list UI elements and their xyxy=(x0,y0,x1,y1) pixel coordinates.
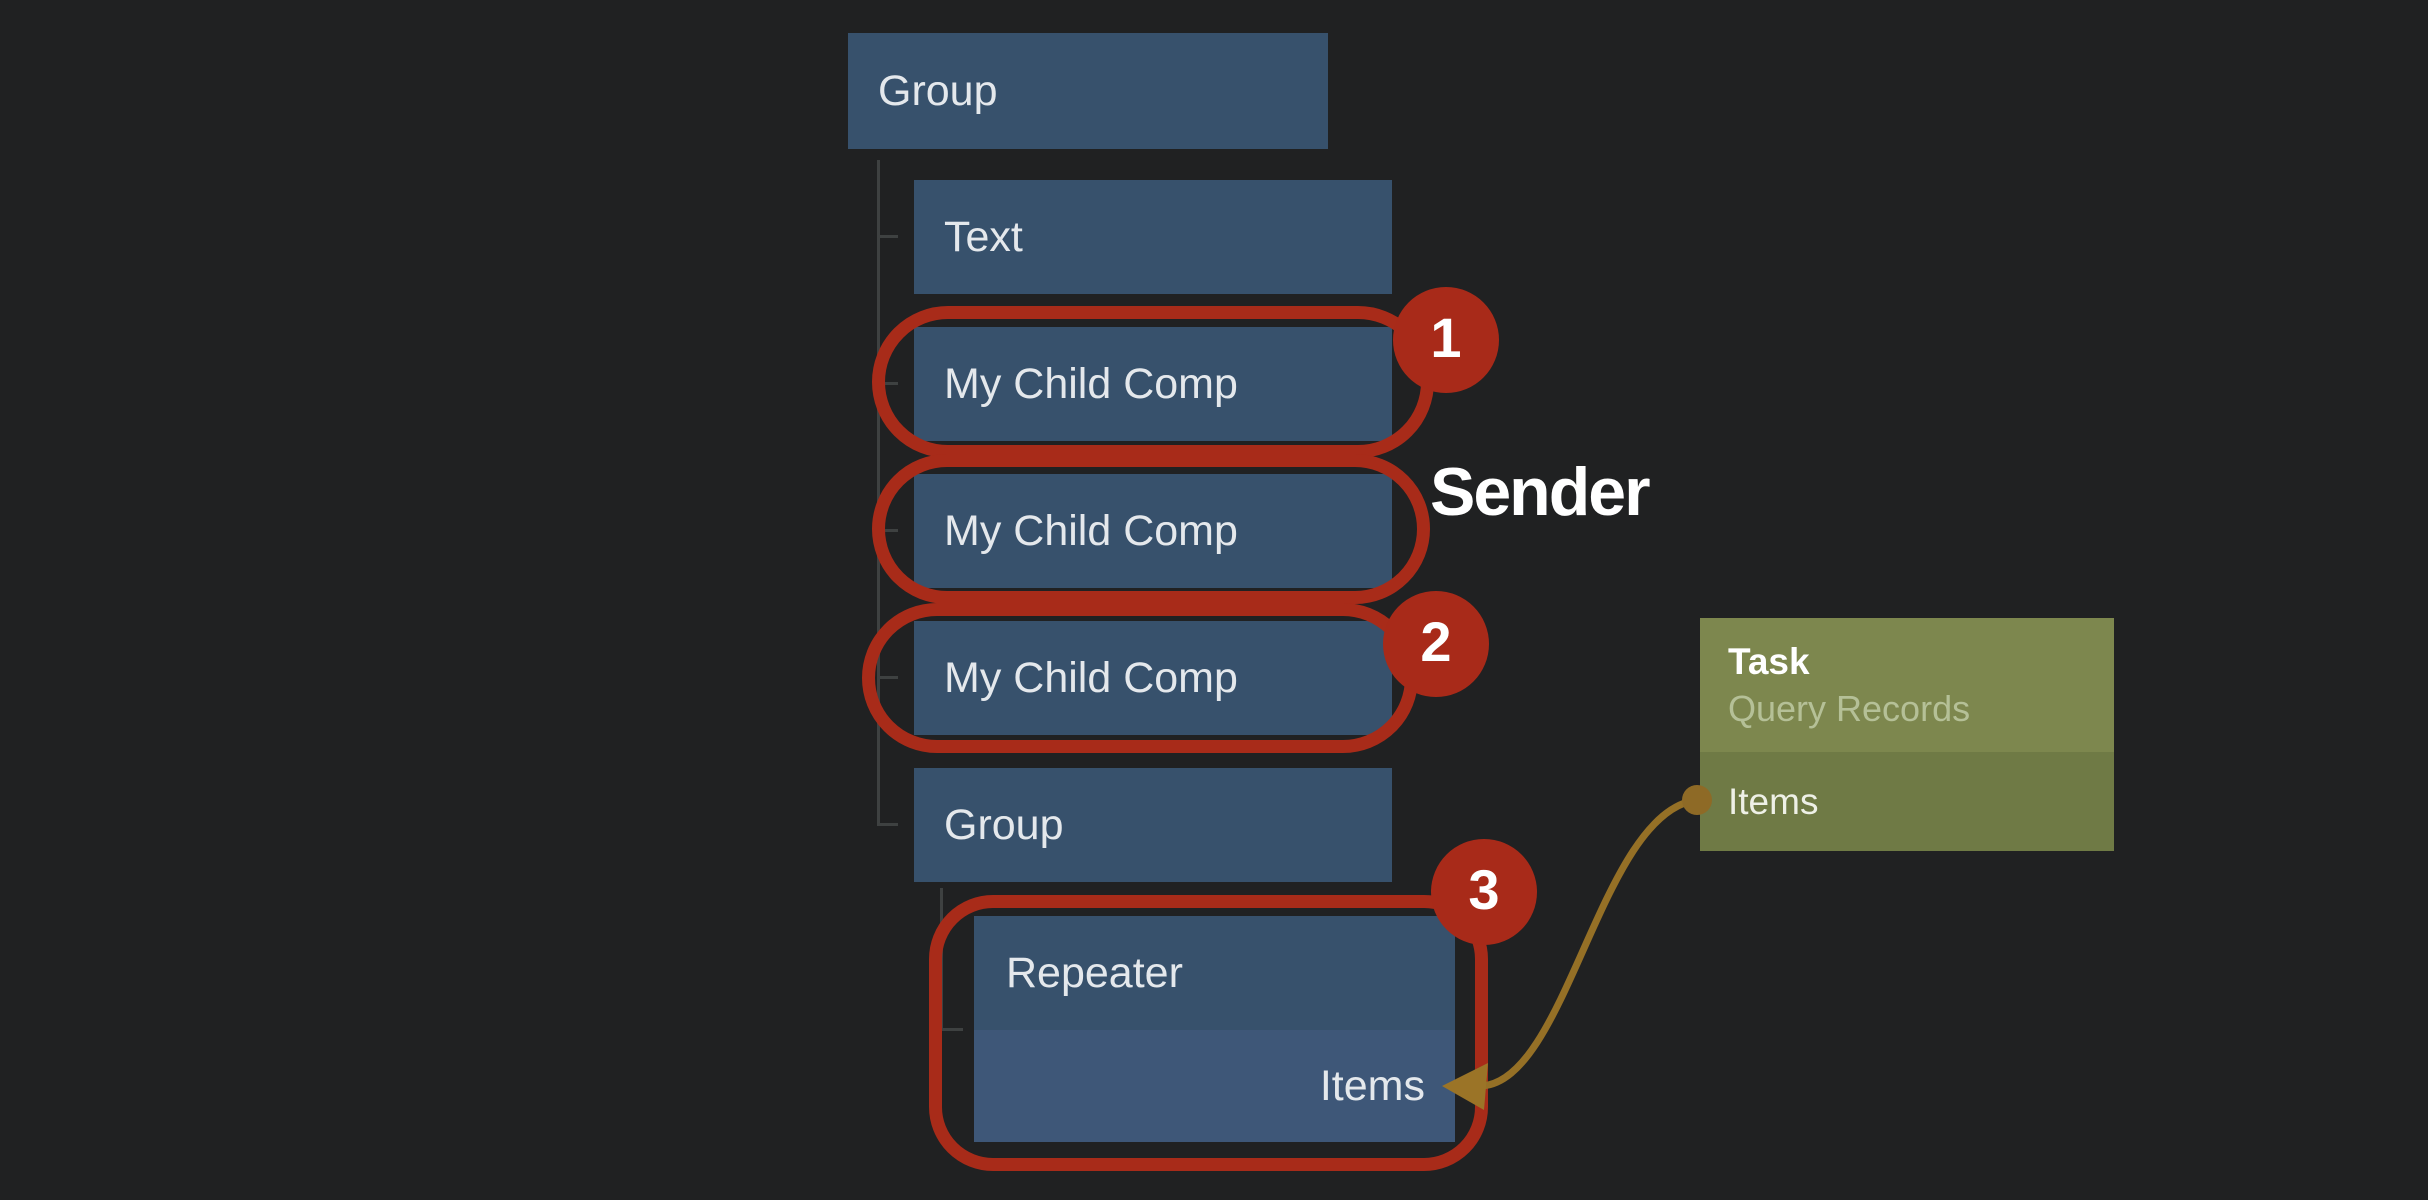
node-label: Text xyxy=(944,212,1023,261)
tree-node-text[interactable]: Text xyxy=(914,180,1392,294)
highlight-ring-2 xyxy=(872,454,1430,604)
task-items-port[interactable]: Items xyxy=(1700,752,2114,851)
binding-arrow-curve xyxy=(1478,796,1701,1090)
sender-annotation: Sender xyxy=(1430,454,1651,530)
repeater-items-port[interactable]: Items xyxy=(974,1030,1455,1142)
node-label: My Child Comp xyxy=(944,506,1238,555)
task-card-header: Task Query Records xyxy=(1700,618,2114,752)
highlight-ring-3 xyxy=(862,603,1418,753)
task-items-label: Items xyxy=(1728,780,1819,822)
tree-connector-tick-text xyxy=(877,235,898,238)
badge-1: 1 xyxy=(1393,287,1499,393)
node-label: Group xyxy=(944,800,1064,849)
badge-3: 3 xyxy=(1431,839,1537,945)
task-card[interactable]: Task Query Records Items xyxy=(1700,618,2114,851)
tree-node-my-child-comp-2[interactable]: My Child Comp xyxy=(914,474,1392,588)
repeater-items-label: Items xyxy=(1319,1061,1425,1110)
tree-node-my-child-comp-1[interactable]: My Child Comp xyxy=(914,327,1392,441)
tree-connector-tick-group2 xyxy=(877,823,898,826)
badge-1-number: 1 xyxy=(1430,305,1462,369)
tree-connector-tick-repeater xyxy=(940,1028,963,1031)
badge-3-number: 3 xyxy=(1468,857,1500,921)
node-label: Group xyxy=(878,66,998,115)
highlight-ring-1 xyxy=(872,306,1434,458)
port-dot-icon xyxy=(1682,785,1712,815)
tree-connector-vertical-level1 xyxy=(877,160,880,826)
node-label: My Child Comp xyxy=(944,359,1238,408)
node-label: My Child Comp xyxy=(944,653,1238,702)
repeater-title-row: Repeater xyxy=(974,916,1455,1030)
task-title: Task xyxy=(1728,641,1810,683)
task-subtitle: Query Records xyxy=(1728,687,1971,729)
node-label: Repeater xyxy=(1006,948,1183,997)
tree-node-group-2[interactable]: Group xyxy=(914,768,1392,882)
tree-node-group-1[interactable]: Group xyxy=(848,33,1328,149)
highlight-ring-repeater xyxy=(929,895,1488,1171)
tree-node-my-child-comp-3[interactable]: My Child Comp xyxy=(914,621,1392,735)
badge-2: 2 xyxy=(1383,591,1489,697)
tree-node-repeater[interactable]: Repeater Items xyxy=(974,916,1455,1142)
badge-2-number: 2 xyxy=(1420,609,1452,673)
